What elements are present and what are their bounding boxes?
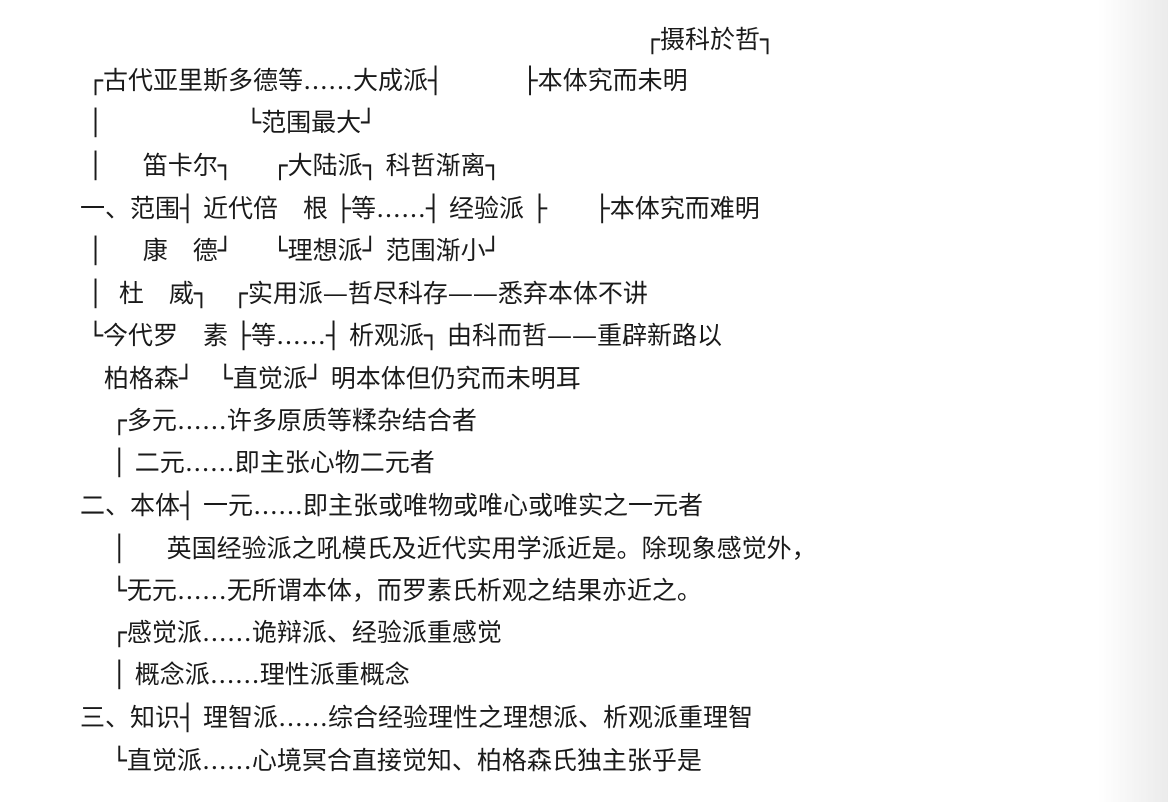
text-line: │ └范围最大┘ — [80, 108, 377, 137]
text-line: ┌多元……许多原质等糅杂结合者 — [80, 406, 477, 435]
text-line: ┌古代亚里斯多德等……大成派┤ ├本体究而未明 — [80, 66, 688, 95]
text-line: └直觉派……心境冥合直接觉知、柏格森氏独主张乎是 — [80, 746, 702, 775]
text-line: │ 概念派……理性派重概念 — [80, 660, 410, 689]
text-line: 柏格森┘ └直觉派┘ 明本体但仍究而未明耳 — [80, 364, 581, 393]
text-line: └无元……无所谓本体，而罗素氏析观之结果亦近之。 — [80, 576, 702, 605]
text-line: 二、本体┤ 一元……即主张或唯物或唯心或唯实之一元者 — [80, 491, 704, 520]
text-line: │ 英国经验派之吼模氏及近代实用学派近是。除现象感觉外， — [80, 534, 817, 563]
text-line: │ 康 德┘ └理想派┘ 范围渐小┘ — [80, 236, 501, 265]
text-line: ┌摄科於哲┐ — [486, 25, 776, 54]
text-line: ┌感觉派……诡辩派、经验派重感觉 — [80, 618, 502, 647]
page-edge-shadow — [1098, 0, 1168, 802]
text-line: 一、范围┤ 近代倍 根 ├等……┤ 经验派 ├ ├本体究而难明 — [80, 194, 760, 223]
text-line: │ 杜 威┐ ┌实用派—哲尽科存——悉弃本体不讲 — [80, 279, 648, 308]
text-line: 三、知识┤ 理智派……综合经验理性之理想派、析观派重理智 — [80, 703, 754, 732]
text-line: │ 二元……即主张心物二元者 — [80, 448, 435, 477]
text-line: │ 笛卡尔┐ ┌大陆派┐ 科哲渐离┐ — [80, 151, 501, 180]
text-line: └今代罗 素 ├等……┤ 析观派┐ 由科而哲——重辟新路以 — [80, 321, 722, 350]
